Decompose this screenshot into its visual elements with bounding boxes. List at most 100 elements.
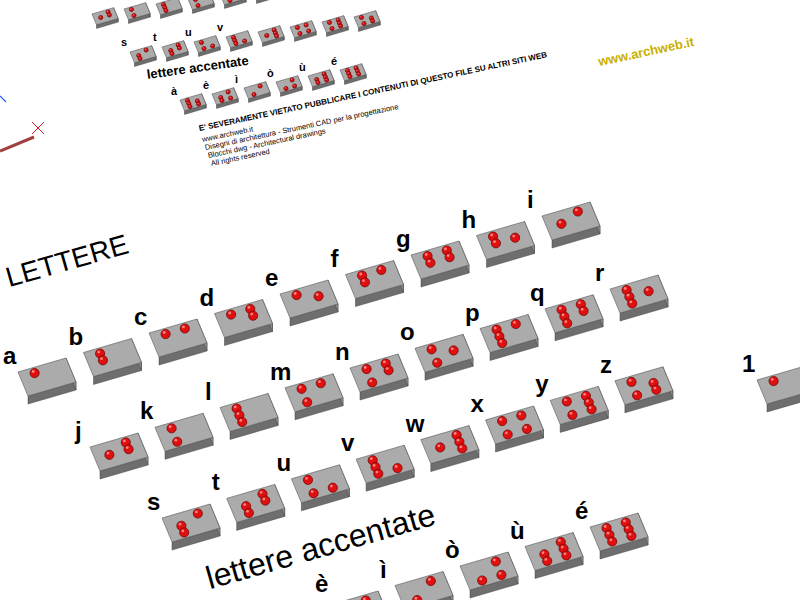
tile-top-face [220, 0, 246, 5]
braille-dot [652, 385, 661, 394]
braille-tile [188, 0, 214, 13]
dot-highlight [253, 93, 254, 94]
dot-highlight [623, 519, 626, 522]
dot-highlight [189, 105, 190, 106]
dot-highlight [237, 412, 240, 415]
braille-dot [522, 424, 531, 433]
dot-highlight [607, 532, 610, 535]
dot-highlight [499, 418, 502, 421]
dot-highlight [339, 25, 340, 26]
braille-dot [196, 3, 200, 7]
tile-top-face [215, 300, 273, 338]
tile-top-face [460, 552, 518, 590]
braille-dot [769, 376, 778, 385]
dot-highlight [187, 102, 188, 103]
letter-label: s [147, 488, 160, 516]
tile-top-face [244, 82, 270, 99]
braille-dot [557, 219, 566, 228]
tile-top-face [90, 433, 148, 471]
braille-tile [590, 513, 648, 559]
dot-highlight [165, 9, 166, 10]
dot-highlight [126, 446, 129, 449]
dot-highlight [196, 100, 197, 101]
braille-dot [368, 378, 377, 387]
braille-dot [627, 377, 636, 386]
letter-label: ò [445, 536, 460, 564]
dot-highlight [362, 279, 365, 282]
dot-highlight [178, 47, 179, 48]
tile-top-face [92, 8, 118, 25]
dot-highlight [356, 70, 357, 71]
dot-highlight [108, 14, 109, 15]
tile-top-face [180, 94, 206, 111]
braille-dot [339, 24, 343, 28]
letter-label: r [595, 259, 604, 287]
braille-tile [460, 552, 518, 598]
braille-dot [458, 444, 467, 453]
braille-dot [234, 41, 238, 45]
tile-top-face [220, 394, 278, 432]
braille-dot [362, 21, 366, 25]
braille-dot [426, 258, 435, 267]
dot-highlight [589, 406, 592, 409]
dot-highlight [246, 510, 249, 513]
dot-highlight [493, 240, 496, 243]
letter-label: n [335, 338, 350, 366]
dot-highlight [428, 578, 431, 581]
dot-highlight [291, 79, 292, 80]
braille-dot [384, 366, 393, 375]
letter-label: w [406, 410, 425, 438]
dot-highlight [457, 439, 460, 442]
braille-dot [99, 15, 103, 19]
braille-dot [290, 78, 294, 82]
braille-dot [188, 104, 192, 108]
dot-highlight [497, 333, 500, 336]
braille-dot [284, 86, 288, 90]
letter-label: s [121, 36, 127, 49]
dot-highlight [363, 597, 366, 600]
watermark: www.archweb.it [597, 35, 696, 70]
braille-tile [124, 3, 150, 24]
letter-label: b [69, 323, 84, 351]
braille-tile [18, 358, 76, 404]
tile-top-face [346, 261, 404, 299]
letter-label: d [200, 284, 215, 312]
dot-highlight [373, 464, 376, 467]
tile-top-face [340, 64, 366, 81]
letter-label: m [270, 358, 291, 386]
dot-highlight [182, 325, 185, 328]
dot-highlight [359, 273, 362, 276]
dot-highlight [499, 572, 502, 575]
dot-highlight [275, 35, 276, 36]
dot-highlight [364, 366, 367, 369]
letter-label: é [331, 55, 337, 68]
braille-dot [298, 31, 302, 35]
dot-highlight [203, 47, 204, 48]
dot-highlight [583, 393, 586, 396]
dot-highlight [451, 347, 454, 350]
dot-highlight [626, 526, 629, 529]
braille-dot [371, 19, 375, 23]
braille-tile [542, 202, 600, 248]
section-heading: lettere accentate [146, 54, 250, 83]
dot-highlight [221, 99, 222, 100]
braille-dot [303, 475, 312, 484]
dot-highlight [346, 69, 347, 70]
dot-highlight [186, 99, 187, 100]
braille-tile [308, 70, 334, 91]
braille-dot [393, 464, 402, 473]
dot-highlight [107, 452, 110, 455]
braille-dot [297, 384, 306, 393]
tile-top-face [291, 465, 349, 503]
tile-top-face [411, 241, 469, 279]
dot-highlight [429, 346, 432, 349]
braille-dot [261, 496, 270, 505]
dot-highlight [232, 36, 233, 37]
braille-dot [173, 437, 182, 446]
dot-highlight [162, 3, 163, 4]
braille-dot [249, 311, 258, 320]
braille-dot [238, 417, 247, 426]
dot-highlight [274, 32, 275, 33]
tile-top-face [226, 31, 252, 48]
dot-highlight [654, 387, 657, 390]
